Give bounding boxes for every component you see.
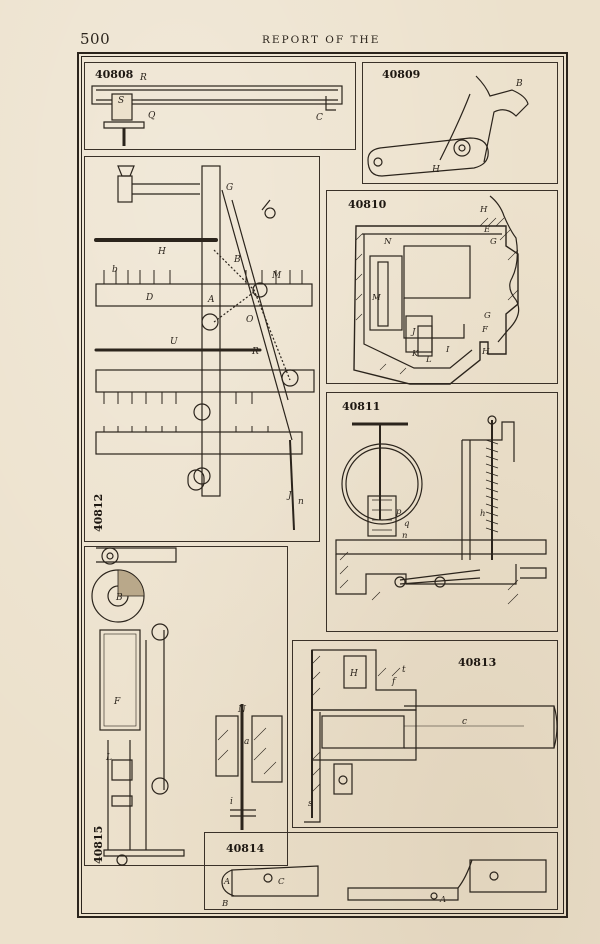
svg-text:B: B [221,899,228,909]
svg-text:M: M [271,271,282,281]
svg-text:D: D [145,293,153,303]
svg-text:N: N [383,237,392,247]
figure-40814-drawing: A C B A [221,859,547,909]
page-number: 500 [80,30,111,48]
figure-40809-label: 40809 [382,68,421,81]
svg-text:H: H [157,247,166,257]
svg-text:B: B [515,79,523,89]
figure-40811-drawing: pqn h [335,415,547,605]
figure-40813-label: 40813 [458,656,497,669]
svg-text:H: H [481,347,490,357]
svg-text:A: A [439,895,446,905]
svg-text:t: t [402,665,406,675]
figure-40810-label: 40810 [348,198,387,211]
figure-40809-drawing: BH [367,75,529,177]
svg-text:h: h [480,509,485,519]
figure-40811-panel [326,392,558,632]
svg-text:J: J [286,491,293,501]
figure-40808-panel [84,62,356,150]
svg-text:G: G [226,183,233,193]
svg-text:B: B [233,255,241,265]
running-head: REPORT OF THE [262,34,381,46]
svg-text:I: I [445,345,450,355]
figure-40815-drawing: B F L Na i [91,547,283,866]
figure-40809-panel [362,62,558,184]
figure-40811-label: 40811 [342,400,381,413]
svg-text:M: M [371,293,381,303]
svg-text:L: L [425,355,432,365]
svg-text:K: K [411,349,419,359]
svg-text:H: H [479,205,488,215]
svg-text:n: n [298,497,304,507]
figure-40814-label: 40814 [226,842,265,855]
svg-text:C: C [278,877,285,887]
svg-text:S: S [118,96,124,106]
svg-text:a: a [244,737,249,747]
plate-frame-inner [81,56,564,914]
svg-text:A: A [223,877,230,887]
svg-text:L: L [105,753,112,763]
figure-40808-label: 40808 [95,68,134,81]
svg-text:O: O [246,315,254,325]
svg-text:s: s [308,799,313,809]
figure-40812-drawing: G H D bM U R B A O Jn [94,165,315,531]
svg-text:J: J [410,327,416,337]
svg-text:H: H [431,165,440,175]
svg-text:U: U [170,337,178,347]
svg-text:p: p [396,507,402,517]
svg-text:c: c [462,717,467,727]
svg-text:f: f [391,677,397,687]
svg-text:G: G [484,311,491,321]
figure-40814-panel [204,832,558,910]
figure-40813-panel [292,640,558,828]
svg-text:F: F [481,325,489,335]
svg-text:B: B [115,593,123,603]
svg-text:q: q [404,519,410,529]
svg-text:b: b [112,265,118,275]
figure-40815-panel [84,546,288,866]
figure-40810-drawing: HEG MJK LIG FHN [353,195,520,385]
svg-text:i: i [230,797,233,807]
svg-text:Q: Q [148,111,156,121]
plate-frame-outer [77,52,568,918]
svg-text:n: n [402,531,407,541]
svg-text:E: E [483,225,491,235]
svg-text:R: R [139,73,147,83]
figure-40808-drawing: R S Q C [91,73,343,146]
svg-text:A: A [207,295,215,305]
svg-text:F: F [113,697,121,707]
svg-text:N: N [237,705,247,715]
svg-text:H: H [349,669,358,679]
svg-text:R: R [251,347,259,357]
svg-text:G: G [490,237,497,247]
figure-40812-panel [84,156,320,542]
svg-text:C: C [316,113,323,123]
